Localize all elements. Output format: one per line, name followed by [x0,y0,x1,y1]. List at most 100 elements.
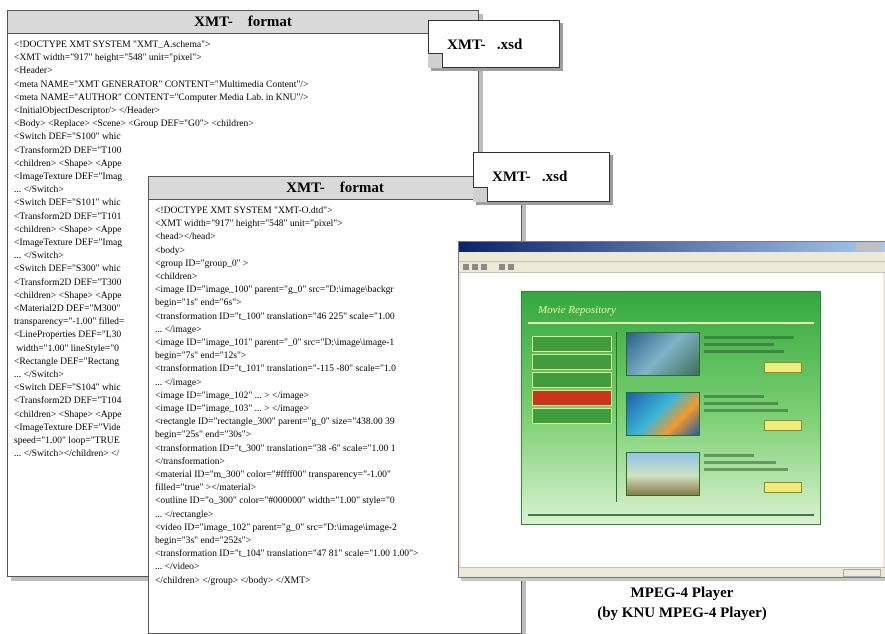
scene-bottom-line [528,514,814,516]
movie-more-button [764,362,802,373]
movie-text-line [704,402,778,405]
code-line: ... </Switch> [14,250,64,262]
code-line: <!DOCTYPE XMT SYSTEM "XMT-O.dtd"> [155,205,333,216]
code-line: ... </Switch></children> </ [14,448,120,460]
code-line: ... </rectangle> [155,508,214,520]
code-line: <head></head> [155,231,216,243]
scene-title: Movie Repository [538,304,616,316]
movie-text-line [704,454,754,457]
code-line: <!DOCTYPE XMT SYSTEM "XMT_A.schema"> [14,39,211,50]
code-line: <transformation ID="t_101" translation="… [155,363,396,375]
code-line: begin="1s" end="6s"> [155,297,242,309]
code-line: <outline ID="o_300" color="#000000" widt… [155,495,395,507]
player-caption-title: MPEG-4 Player [630,585,734,601]
code-line: ... </image> [155,323,202,335]
code-line: <video ID="image_102" parent="g_0" src="… [155,521,397,533]
scene-menu-item [532,372,612,388]
player-titlebar [459,242,885,252]
xsd-note-a-label: XMT- .xsd [447,37,523,53]
code-line: speed="1.00" loop="TRUE [14,435,120,447]
code-line: <Material2D DEF="M300" [14,303,121,315]
code-line: ... </Switch> [14,184,64,196]
scene-menu-item [532,336,612,352]
code-line: </children> </group> </body> </XMT> [155,574,311,586]
code-line: <ImageTexture DEF="Vide [14,421,121,433]
movie-text-line [704,409,788,412]
code-line: <meta NAME="XMT GENERATOR" CONTENT="Mult… [14,78,309,90]
toolbar-icon [499,264,505,270]
panel-a-code: <!DOCTYPE XMT SYSTEM "XMT_A.schema"> <XMT… [8,34,478,465]
code-line: <group ID="group_0" > [155,257,249,269]
code-line: <children> <Shape> <Appe [14,223,122,235]
code-line: <image ID="image_103" ... > </image> [155,403,309,415]
code-line: width="1.00" lineStyle="0 [14,342,119,354]
code-line: <image ID="image_100" parent="g_0" src="… [155,284,394,296]
page-fold-icon [473,187,488,202]
code-line: <image ID="image_101" parent="_0" src="D… [155,337,395,349]
code-line: <children> [155,271,198,283]
code-line: <Header> [14,65,53,77]
code-line: begin="3s" end="252s"> [155,535,252,547]
code-line: <Transform2D DEF="T104 [14,395,122,407]
code-line: <transformation ID="t_300" translation="… [155,442,396,454]
movie-more-button [764,420,802,431]
scene-menu-item [532,408,612,424]
code-line: <children> <Shape> <Appe [14,157,122,169]
code-line: <children> <Shape> <Appe [14,289,122,301]
window-controls-icon [856,243,882,251]
movie-more-button [764,482,802,493]
movie-text-line [704,468,788,471]
code-line: begin="25s" end="30s"> [155,429,252,441]
code-line: ... </image> [155,376,202,388]
scene-menu-item-selected [532,390,612,406]
scene-vertical-divider [616,332,617,502]
movie-thumbnail-2 [626,392,700,436]
movie-thumbnail-3 [626,452,700,496]
xsd-note-b: XMT- .xsd [473,152,610,202]
player-statusbar [459,567,885,577]
code-line: filled="true" ></material> [155,482,257,494]
panel-a-header: XMT- format [8,11,478,34]
panel-b-header: XMT- format [149,177,521,200]
movie-thumbnail-1 [626,332,700,376]
code-line: ... </video> [155,561,200,573]
xsd-note-a: XMT- .xsd [428,20,560,68]
mpeg4-player-window: Movie Repository [458,241,885,578]
toolbar-icon [463,264,469,270]
code-line: <rectangle ID="rectangle_300" parent="g_… [155,416,395,428]
code-line: <XMT width="917" height="548" unit="pixe… [14,52,202,64]
movie-text-line [704,350,784,353]
code-line: <Switch DEF="S100" whic [14,131,121,143]
code-line: <transformation ID="t_100" translation="… [155,310,395,322]
movie-text-line [704,336,794,339]
status-field [843,569,881,577]
player-toolbar [459,262,885,273]
player-caption-subtitle: (by KNU MPEG-4 Player) [597,605,767,621]
code-line: <Transform2D DEF="T101 [14,210,122,222]
code-line: <XMT width="917" height="548" unit="pixe… [155,218,343,230]
code-line: <Body> <Replace> <Scene> <Group DEF="G0"… [14,118,254,130]
movie-text-line [704,461,776,464]
code-line: </transformation> [155,455,225,467]
code-line: <material ID="m_300" color="#ffff00" tra… [155,469,391,481]
code-line: ... </Switch> [14,369,64,381]
code-line: <Switch DEF="S300" whic [14,263,121,275]
toolbar-icon [472,264,478,270]
player-menubar [459,252,885,262]
code-line: <children> <Shape> <Appe [14,408,122,420]
code-line: begin="7s" end="12s"> [155,350,247,362]
movie-text-line [704,395,764,398]
movie-text-line [704,343,774,346]
code-line: <transformation ID="t_104" translation="… [155,548,419,560]
code-line: <ImageTexture DEF="Imag [14,171,123,183]
code-line: <Switch DEF="S101" whic [14,197,121,209]
code-line: <Transform2D DEF="T100 [14,144,122,156]
code-line: <ImageTexture DEF="Imag [14,237,123,249]
code-line: <Rectangle DEF="Rectang [14,355,120,367]
code-line: <Switch DEF="S104" whic [14,382,121,394]
code-line: <LineProperties DEF="L30 [14,329,122,341]
code-line: <body> [155,244,186,256]
toolbar-icon [508,264,514,270]
code-line: <image ID="image_102" ... > </image> [155,389,309,401]
toolbar-icon [481,264,487,270]
